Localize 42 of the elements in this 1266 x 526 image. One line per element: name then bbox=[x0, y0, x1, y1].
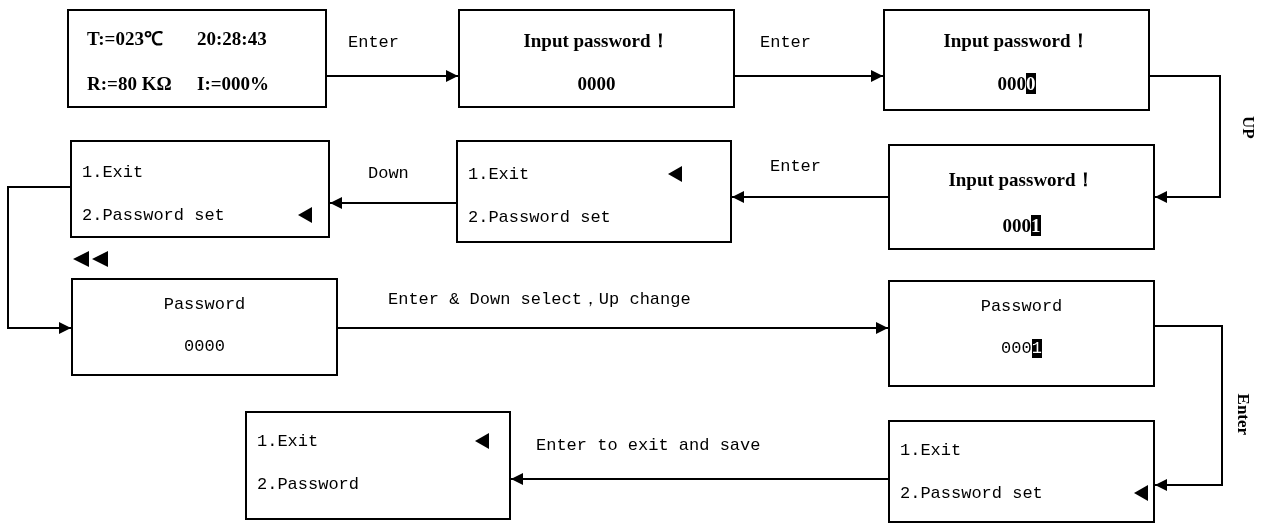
display-screen bbox=[888, 280, 1155, 387]
password-digits: 0001 bbox=[1001, 216, 1042, 237]
screen-title: Password bbox=[979, 298, 1064, 317]
display-screen bbox=[883, 9, 1150, 111]
screen-text: 1.Exit bbox=[900, 442, 962, 461]
screen-text: 0000 bbox=[576, 74, 617, 95]
display-screen bbox=[458, 9, 735, 108]
menu-screen bbox=[245, 411, 511, 520]
display-screen bbox=[71, 278, 338, 376]
arrow bbox=[7, 186, 72, 334]
screen-text: 1.Exit bbox=[82, 164, 144, 183]
arrow bbox=[734, 70, 884, 82]
screen-text: 0000 bbox=[183, 338, 226, 357]
arrow bbox=[337, 322, 889, 334]
screen-text: T:=023℃ bbox=[87, 29, 163, 50]
screen-text: R:=80 KΩ bbox=[87, 74, 172, 95]
menu-screen bbox=[888, 420, 1155, 523]
arrow bbox=[1149, 75, 1221, 203]
arrow bbox=[1154, 325, 1223, 491]
screen-text: 2.Password bbox=[257, 476, 360, 495]
screen-text: I:=000% bbox=[197, 74, 270, 95]
password-digits: 0001 bbox=[1000, 340, 1043, 359]
arrow bbox=[510, 473, 889, 485]
edge-label: Enter & Down select，Up change bbox=[388, 291, 691, 310]
screen-text: 1.Exit bbox=[257, 433, 319, 452]
screen-title: Input password！ bbox=[947, 170, 1096, 191]
display-screen bbox=[888, 144, 1155, 250]
menu-screen bbox=[70, 140, 330, 238]
menu-screen bbox=[456, 140, 732, 243]
screen-text: 2.Password set bbox=[900, 485, 1043, 504]
arrow bbox=[329, 197, 457, 209]
screen-text: 1.Exit bbox=[468, 166, 530, 185]
screen-text: 2.Password set bbox=[82, 207, 225, 226]
arrow bbox=[731, 191, 889, 203]
screen-title: Input password！ bbox=[522, 31, 671, 52]
display-screen bbox=[67, 9, 327, 108]
screen-text: 2.Password set bbox=[468, 209, 611, 228]
screen-title: Input password！ bbox=[942, 31, 1091, 52]
screen-title: Password bbox=[162, 296, 247, 315]
password-digits: 0000 bbox=[996, 74, 1037, 95]
screen-text: 20:28:43 bbox=[197, 29, 267, 50]
arrow bbox=[326, 70, 459, 82]
